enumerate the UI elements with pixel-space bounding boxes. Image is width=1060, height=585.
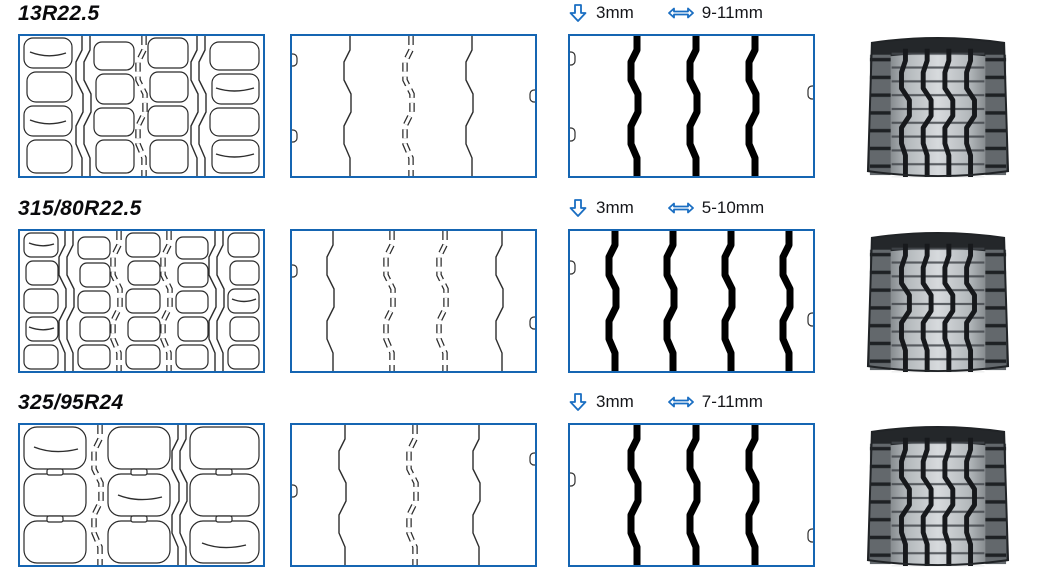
tire-row-13r225: 13R22.5 3mm 9-11mm bbox=[0, 0, 1060, 196]
tread-pattern-regroove-drawing bbox=[570, 36, 813, 176]
tread-pattern-worn-drawing bbox=[292, 36, 535, 176]
tire-photo bbox=[864, 422, 1012, 570]
tire-size-label: 13R22.5 bbox=[18, 2, 100, 25]
spec-group: 3mm 5-10mm bbox=[568, 198, 764, 218]
tire-row-325-95r24: 325/95R24 3mm 7-11mm bbox=[0, 389, 1060, 585]
width-value: 7-11mm bbox=[701, 392, 763, 411]
tread-pattern-worn-box bbox=[290, 34, 537, 178]
tyre-regroove-diagram: 13R22.5 3mm 9-11mm bbox=[0, 0, 1060, 568]
depth-arrow-icon bbox=[568, 392, 588, 412]
width-value: 9-11mm bbox=[701, 3, 763, 22]
spec-group: 3mm 7-11mm bbox=[568, 392, 763, 412]
depth-value: 3mm bbox=[596, 3, 634, 22]
width-value: 5-10mm bbox=[701, 198, 765, 217]
tread-pattern-new-box bbox=[18, 34, 265, 178]
tread-pattern-new-drawing bbox=[23, 231, 260, 371]
tire-size-label: 325/95R24 bbox=[18, 391, 124, 414]
depth-arrow-icon bbox=[568, 3, 588, 23]
tire-size-label: 315/80R22.5 bbox=[18, 197, 142, 220]
tire-photo bbox=[864, 33, 1012, 181]
depth-value: 3mm bbox=[596, 392, 634, 411]
tread-pattern-new-box bbox=[18, 423, 265, 567]
width-arrow-icon bbox=[668, 392, 694, 412]
depth-arrow-icon bbox=[568, 198, 588, 218]
width-arrow-icon bbox=[668, 198, 694, 218]
tread-pattern-worn-drawing bbox=[292, 425, 535, 565]
tread-pattern-regroove-box bbox=[568, 423, 815, 567]
spec-group: 3mm 9-11mm bbox=[568, 3, 763, 23]
width-arrow-icon bbox=[668, 3, 694, 23]
tread-pattern-regroove-box bbox=[568, 229, 815, 373]
depth-value: 3mm bbox=[596, 198, 634, 217]
tread-pattern-worn-box bbox=[290, 423, 537, 567]
tire-row-315-80r225: 315/80R22.5 3mm 5-10mm bbox=[0, 195, 1060, 391]
tread-pattern-worn-drawing bbox=[292, 231, 535, 371]
tread-pattern-regroove-box bbox=[568, 34, 815, 178]
tread-pattern-worn-box bbox=[290, 229, 537, 373]
tread-pattern-regroove-drawing bbox=[570, 425, 813, 565]
tread-pattern-new-drawing bbox=[23, 36, 260, 176]
tire-photo bbox=[864, 228, 1012, 376]
tread-pattern-regroove-drawing bbox=[570, 231, 813, 371]
tread-pattern-new-box bbox=[18, 229, 265, 373]
tread-pattern-new-drawing bbox=[23, 425, 260, 565]
